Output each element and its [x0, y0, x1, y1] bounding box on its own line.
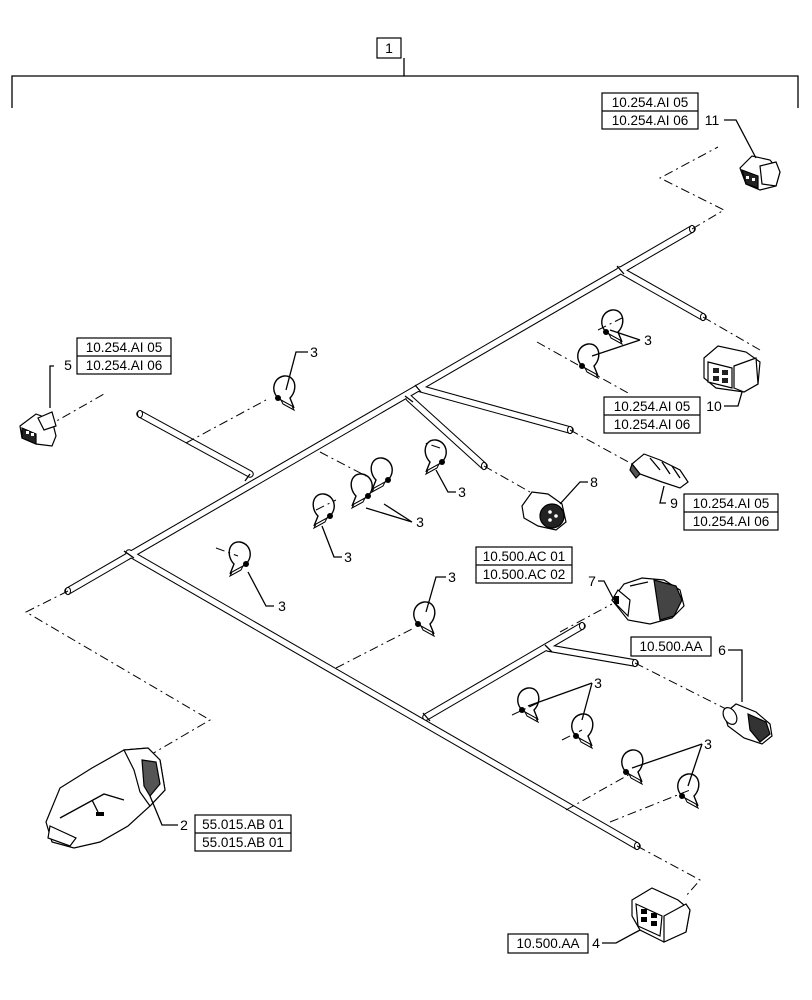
connector-11 — [739, 155, 781, 191]
connector-7 — [611, 577, 685, 625]
item-10-ref-box: 10.254.AI 05 10.254.AI 06 — [603, 396, 701, 434]
item-10-number: 10 — [706, 398, 722, 414]
item-9-ref-2: 10.254.AI 06 — [693, 514, 770, 529]
item-3-number: 3 — [278, 598, 286, 614]
item-7-ref-1: 10.500.AC 01 — [483, 549, 566, 564]
item-2-number: 2 — [180, 817, 188, 833]
assembly-number: 1 — [385, 40, 393, 56]
harness-wires — [64, 224, 707, 851]
p-clamp — [424, 439, 447, 476]
p-clamp — [677, 773, 700, 810]
item-11-ref-2: 10.254.AI 06 — [612, 113, 689, 128]
item-4-ref-1: 10.500.AA — [516, 936, 579, 951]
p-clamp — [312, 493, 335, 530]
item-3-number: 3 — [458, 484, 466, 500]
connector-10 — [703, 345, 761, 393]
item-3-number: 3 — [644, 332, 652, 348]
p-clamp — [370, 457, 393, 494]
connector-9 — [629, 453, 689, 489]
item-2-ref-1: 55.015.AB 01 — [202, 817, 284, 832]
item-numbers: 2 4 5 6 7 8 9 10 11 3 3 3 3 3 3 3 3 3 — [64, 112, 726, 951]
item-3-number: 3 — [594, 675, 602, 691]
item-11-ref-1: 10.254.AI 05 — [612, 95, 689, 110]
item-5-number: 5 — [64, 357, 72, 373]
item-3-number: 3 — [704, 736, 712, 752]
reference-boxes: 10.254.AI 05 10.254.AI 06 10.254.AI 05 1… — [76, 92, 779, 954]
item-7-ref-box: 10.500.AC 01 10.500.AC 02 — [475, 546, 573, 584]
connector-8 — [521, 491, 567, 531]
item-9-ref-1: 10.254.AI 05 — [693, 496, 770, 511]
item-11-number: 11 — [705, 112, 720, 128]
p-clamp — [571, 713, 594, 750]
p-clamp — [621, 749, 644, 786]
item-4-ref-box: 10.500.AA — [507, 933, 589, 954]
item-4-number: 4 — [592, 935, 600, 951]
p-clamp — [350, 473, 373, 510]
connector-2 — [45, 747, 166, 849]
item-3-number: 3 — [416, 514, 424, 530]
connector-5 — [19, 411, 57, 447]
item-9-number: 9 — [670, 495, 678, 511]
item-3-number: 3 — [344, 549, 352, 565]
item-3-number: 3 — [448, 569, 456, 585]
connector-4 — [631, 887, 691, 943]
connector-6 — [722, 703, 773, 745]
item-11-ref-box: 10.254.AI 05 10.254.AI 06 — [601, 92, 699, 130]
item-8-number: 8 — [590, 474, 598, 490]
item-5-ref-1: 10.254.AI 05 — [86, 340, 163, 355]
item-6-number: 6 — [718, 642, 726, 658]
p-clamp — [413, 601, 436, 638]
item-6-ref-box: 10.500.AA — [630, 636, 712, 657]
p-clamps — [228, 309, 700, 810]
item-5-ref-box: 10.254.AI 05 10.254.AI 06 — [76, 337, 172, 375]
item-2-ref-2: 55.015.AB 01 — [202, 835, 284, 850]
item-10-ref-2: 10.254.AI 06 — [614, 417, 691, 432]
item-7-ref-2: 10.500.AC 02 — [483, 567, 566, 582]
assembly-bracket: 1 — [11, 37, 799, 108]
item-6-ref-1: 10.500.AA — [639, 639, 702, 654]
item-2-ref-box: 55.015.AB 01 55.015.AB 01 — [194, 814, 292, 852]
item-3-number: 3 — [310, 344, 318, 360]
p-clamp — [601, 309, 624, 346]
item-7-number: 7 — [588, 573, 596, 589]
p-clamp — [517, 687, 540, 724]
p-clamp — [577, 343, 600, 380]
p-clamp — [273, 375, 296, 412]
leader-lines — [49, 119, 757, 944]
item-9-ref-box: 10.254.AI 05 10.254.AI 06 — [683, 493, 779, 531]
assembly-lines — [24, 146, 761, 897]
item-10-ref-1: 10.254.AI 05 — [614, 399, 691, 414]
item-5-ref-2: 10.254.AI 06 — [86, 358, 163, 373]
p-clamp — [228, 541, 251, 578]
